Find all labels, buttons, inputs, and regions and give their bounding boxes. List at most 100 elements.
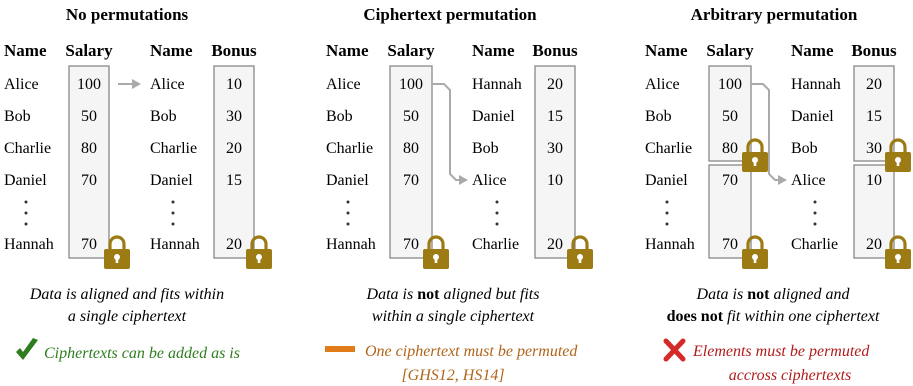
bonus-cell: 20 <box>866 236 882 253</box>
bonus-cell: 20 <box>226 140 242 157</box>
panel-no-permutations: No permutations Name Salary Name Bonus A… <box>4 5 274 362</box>
panel-title: Ciphertext permutation <box>363 5 537 24</box>
status-text: One ciphertext must be permuted <box>365 343 578 360</box>
header-name: Name <box>150 41 193 60</box>
salary-cell: 50 <box>403 108 419 125</box>
name-cell: Alice <box>326 76 361 93</box>
panel-title: Arbitrary permutation <box>691 5 858 24</box>
status-text: Ciphertexts can be added as is <box>44 345 240 362</box>
ellipsis-dots <box>346 200 499 226</box>
permutation-arrow <box>751 83 787 185</box>
bonus-cell: 20 <box>866 76 882 93</box>
salary-cell: 70 <box>403 172 419 189</box>
header-name: Name <box>791 41 834 60</box>
header-salary: Salary <box>706 41 754 60</box>
name-cell: Charlie <box>645 140 692 157</box>
salary-cell: 70 <box>403 236 419 253</box>
check-icon <box>16 338 38 360</box>
bonus-cell: 20 <box>547 236 563 253</box>
name-cell: Bob <box>791 140 818 157</box>
salary-cell: 100 <box>399 76 423 93</box>
header-salary: Salary <box>65 41 113 60</box>
permutation-arrow <box>432 83 468 185</box>
bonus-cell: 15 <box>226 172 242 189</box>
bonus-cell: 10 <box>866 172 882 189</box>
caption-line: Data is aligned and fits within <box>29 286 224 303</box>
bonus-cell: 15 <box>547 108 563 125</box>
name-cell: Bob <box>326 108 353 125</box>
caption-line: Data is not aligned but fits <box>366 286 540 303</box>
name-cell: Alice <box>472 172 507 189</box>
name-cell: Daniel <box>150 172 193 189</box>
salary-cell: 50 <box>722 108 738 125</box>
alignment-arrow <box>118 79 141 89</box>
name-cell: Daniel <box>472 108 515 125</box>
status-text: [GHS12, HS14] <box>401 367 504 384</box>
caption-line: does not fit within one ciphertext <box>667 308 880 325</box>
name-cell: Alice <box>150 76 185 93</box>
bonus-cell: 15 <box>866 108 882 125</box>
salary-cell: 80 <box>722 140 738 157</box>
caption: Data is not aligned but fits within a si… <box>366 286 540 325</box>
name-cell: Charlie <box>791 236 838 253</box>
name-cell: Alice <box>4 76 39 93</box>
name-cell: Alice <box>791 172 826 189</box>
name-cell: Charlie <box>472 236 519 253</box>
panel-ciphertext-permutation: Ciphertext permutation Name Salary Name … <box>325 5 595 384</box>
bonus-cell: 30 <box>226 108 242 125</box>
header-name: Name <box>326 41 369 60</box>
name-cell: Bob <box>4 108 31 125</box>
header-salary: Salary <box>387 41 435 60</box>
salary-cell: 80 <box>81 140 97 157</box>
header-name: Name <box>4 41 47 60</box>
name-cell: Charlie <box>4 140 51 157</box>
bonus-ciphertext-box <box>213 65 255 259</box>
name-cell: Hannah <box>4 236 54 253</box>
salary-ciphertext-box <box>708 164 752 259</box>
salary-cell: 100 <box>718 76 742 93</box>
name-cell: Hannah <box>326 236 376 253</box>
name-cell: Daniel <box>791 108 834 125</box>
cross-icon <box>663 338 686 362</box>
header-bonus: Bonus <box>211 41 257 60</box>
header-bonus: Bonus <box>851 41 897 60</box>
salary-ciphertext-box <box>68 65 110 259</box>
salary-ciphertext-box <box>389 65 433 259</box>
salary-cell: 100 <box>77 76 101 93</box>
name-cell: Hannah <box>150 236 200 253</box>
name-cell: Bob <box>645 108 672 125</box>
bonus-cell: 30 <box>547 140 563 157</box>
salary-cell: 50 <box>81 108 97 125</box>
caption-line: within a single ciphertext <box>372 308 535 325</box>
salary-cell: 70 <box>722 236 738 253</box>
header-name: Name <box>645 41 688 60</box>
name-cell: Hannah <box>791 76 841 93</box>
salary-cell: 70 <box>81 172 97 189</box>
salary-cell: 80 <box>403 140 419 157</box>
name-cell: Hannah <box>472 76 522 93</box>
salary-cell: 70 <box>81 236 97 253</box>
ellipsis-dots <box>24 200 175 226</box>
bonus-ciphertext-box <box>853 65 895 162</box>
name-cell: Charlie <box>326 140 373 157</box>
bonus-cell: 10 <box>547 172 563 189</box>
caption: Data is not aligned and does not fit wit… <box>667 286 880 325</box>
name-cell: Daniel <box>4 172 47 189</box>
caption-line: Data is not aligned and <box>696 286 851 303</box>
name-cell: Charlie <box>150 140 197 157</box>
name-cell: Hannah <box>645 236 695 253</box>
bonus-ciphertext-box <box>853 164 895 259</box>
status-text: accross ciphertexts <box>729 367 851 384</box>
bonus-ciphertext-box <box>534 65 576 259</box>
bonus-cell: 10 <box>226 76 242 93</box>
bonus-cell: 20 <box>547 76 563 93</box>
name-cell: Bob <box>150 108 177 125</box>
name-cell: Daniel <box>326 172 369 189</box>
name-cell: Daniel <box>645 172 688 189</box>
bonus-cell: 30 <box>866 140 882 157</box>
panel-arbitrary-permutation: Arbitrary permutation Name Salary Name B… <box>645 5 913 384</box>
salary-ciphertext-box <box>708 65 752 162</box>
salary-cell: 70 <box>722 172 738 189</box>
panel-title: No permutations <box>66 5 189 24</box>
header-name: Name <box>472 41 515 60</box>
